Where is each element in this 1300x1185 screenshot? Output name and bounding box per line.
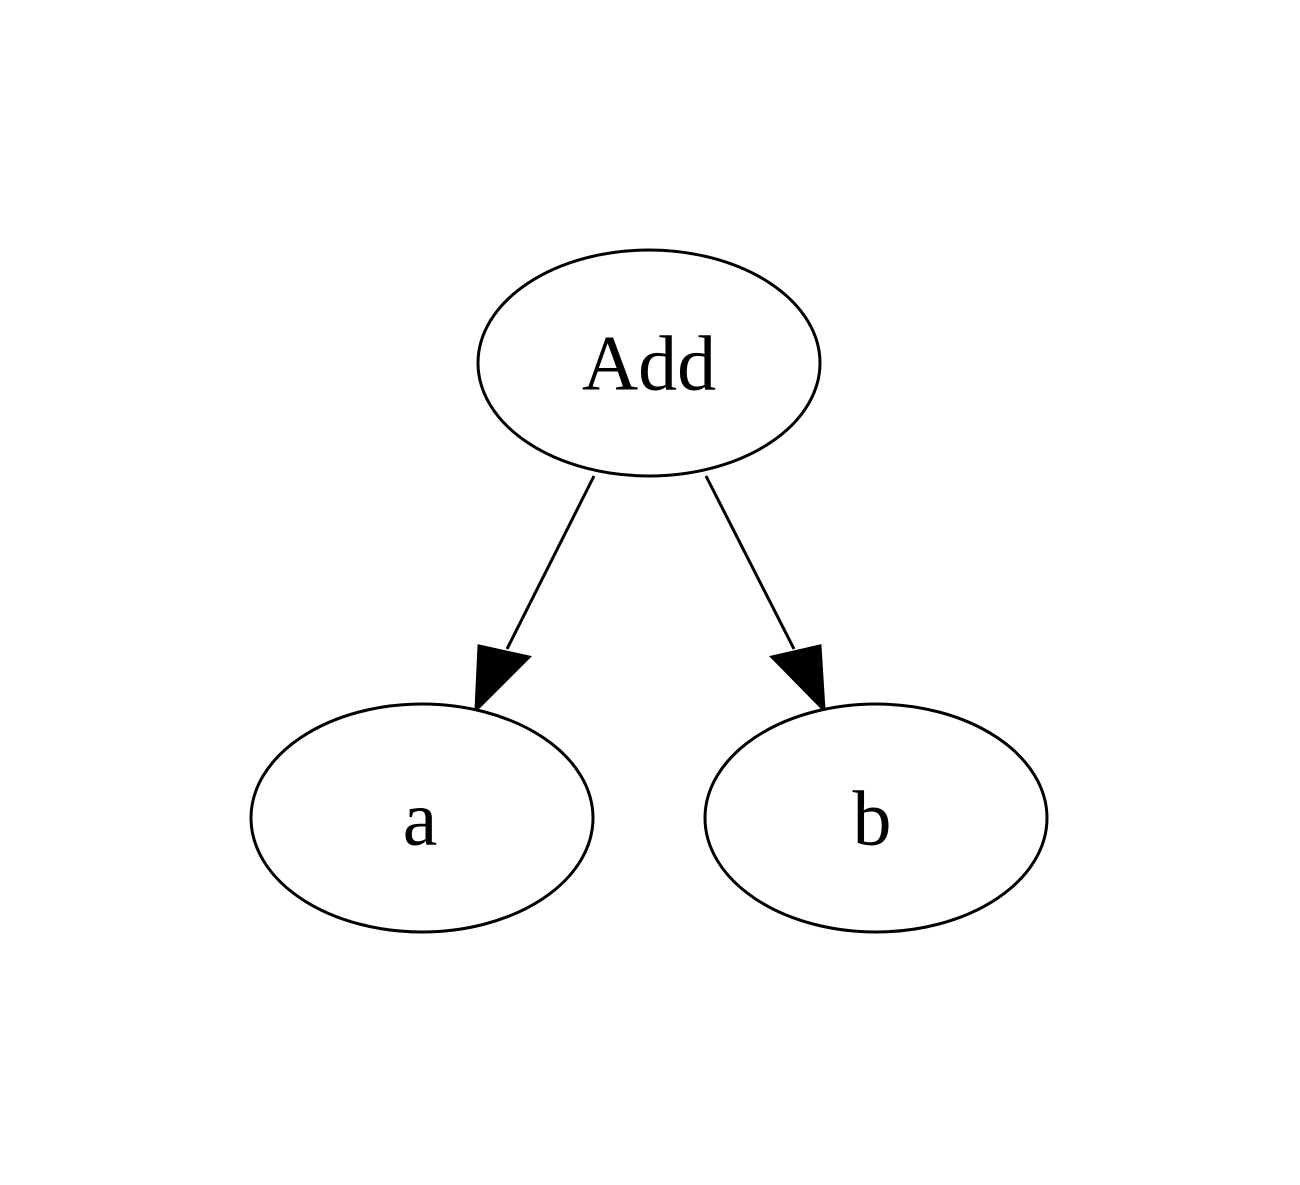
edge-line [704,475,796,650]
edge-line [505,475,596,650]
node-label-a: a [403,775,438,862]
node-add: Add [476,248,822,478]
node-label-b: b [853,775,892,862]
node-b: b [703,702,1049,934]
edge-add-to-b [704,475,826,714]
edge-add-to-a [474,475,596,714]
node-ellipse [476,248,822,478]
arrowhead-icon [474,644,532,714]
arrowhead-icon [769,644,826,714]
node-ellipse [249,702,595,934]
node-ellipse [703,702,1049,934]
node-label-add: Add [582,320,716,407]
node-a: a [249,702,595,934]
